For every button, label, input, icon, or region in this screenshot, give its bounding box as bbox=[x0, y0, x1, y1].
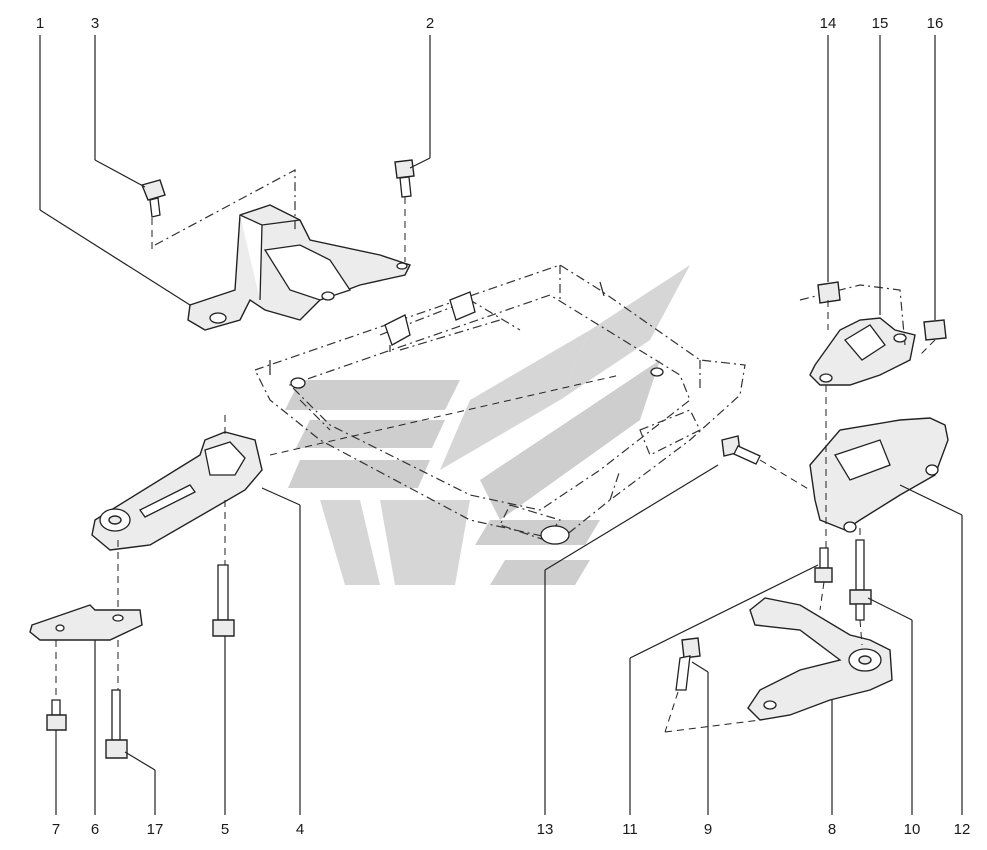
callout-9: 9 bbox=[704, 821, 712, 838]
callout-4: 4 bbox=[296, 821, 304, 838]
engine-mount-upper bbox=[154, 168, 411, 331]
callout-17: 17 bbox=[147, 821, 164, 838]
callout-6: 6 bbox=[91, 821, 99, 838]
bolt-7 bbox=[46, 699, 67, 731]
bolt-3 bbox=[141, 179, 166, 218]
bolt-2 bbox=[394, 159, 415, 198]
callout-11: 11 bbox=[622, 821, 638, 838]
callout-13: 13 bbox=[537, 821, 554, 838]
bolt-5 bbox=[212, 564, 235, 637]
callout-2: 2 bbox=[426, 15, 434, 32]
leader-lines bbox=[39, 35, 963, 815]
bracket-small bbox=[29, 604, 143, 641]
nut-16 bbox=[923, 319, 947, 341]
callout-16: 16 bbox=[927, 15, 944, 32]
bolt-11 bbox=[814, 547, 833, 583]
callout-8: 8 bbox=[828, 821, 836, 838]
callout-5: 5 bbox=[221, 821, 229, 838]
nut-14 bbox=[817, 281, 841, 304]
callout-3: 3 bbox=[91, 15, 99, 32]
callout-14: 14 bbox=[820, 15, 837, 32]
transmission-mount bbox=[799, 284, 916, 386]
callout-labels: 1 3 2 14 15 16 7 6 17 5 4 13 11 9 8 10 1… bbox=[36, 15, 971, 838]
assembly-lines bbox=[55, 197, 936, 733]
callout-7: 7 bbox=[52, 821, 60, 838]
lower-arm-bracket bbox=[747, 597, 893, 721]
callout-10: 10 bbox=[904, 821, 921, 838]
callout-12: 12 bbox=[954, 821, 971, 838]
bolt-17 bbox=[105, 689, 128, 759]
mount-bracket bbox=[809, 417, 949, 533]
callout-1: 1 bbox=[36, 15, 44, 32]
bolt-13 bbox=[721, 435, 761, 465]
subframe bbox=[254, 264, 746, 545]
watermark-logo bbox=[285, 265, 690, 585]
torque-rod-mount bbox=[91, 415, 263, 551]
bolt-9 bbox=[675, 637, 701, 691]
callout-15: 15 bbox=[872, 15, 889, 32]
stud-10 bbox=[849, 539, 872, 621]
